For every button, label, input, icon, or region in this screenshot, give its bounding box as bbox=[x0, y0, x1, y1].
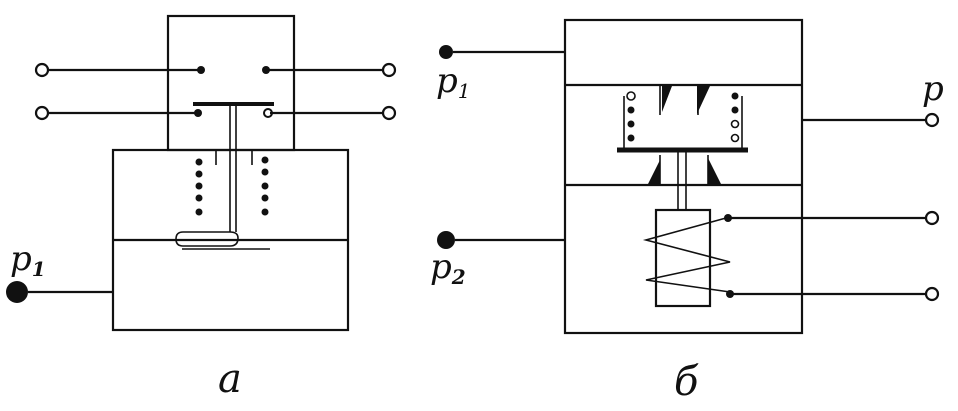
a-bridge-contact-left bbox=[194, 109, 202, 117]
b-p-out-port bbox=[924, 112, 940, 128]
b-lower-seat-right bbox=[708, 158, 721, 184]
b-body bbox=[563, 18, 804, 335]
a-contact-dot-lt bbox=[197, 66, 205, 74]
b-solenoid-core bbox=[654, 208, 712, 308]
a-terminal-right-bottom bbox=[381, 105, 397, 121]
diagram-a: p1 а bbox=[6, 14, 397, 402]
a-terminal-right-top bbox=[381, 62, 397, 78]
a-upper-housing bbox=[166, 14, 296, 152]
b-p-out-label: p bbox=[922, 69, 944, 109]
a-piston bbox=[175, 231, 239, 247]
a-caption: а bbox=[218, 356, 242, 402]
b-terminal-top bbox=[924, 210, 940, 226]
diagram-b: p p1 p2 б bbox=[430, 18, 944, 405]
b-upper-seat-left bbox=[662, 86, 672, 112]
b-spring-right bbox=[730, 92, 740, 143]
b-upper-seat-right bbox=[697, 86, 710, 114]
a-p1-label: p1 bbox=[10, 239, 46, 281]
a-spring-left bbox=[195, 158, 203, 216]
b-terminal-bottom bbox=[924, 286, 940, 302]
b-p1-port bbox=[439, 45, 453, 59]
a-terminal-left-bottom bbox=[34, 105, 50, 121]
b-spring-left bbox=[626, 91, 636, 142]
b-p1-label: p1 bbox=[436, 61, 471, 103]
b-caption: б bbox=[674, 359, 699, 405]
b-p2-port bbox=[437, 231, 455, 249]
a-spring-right bbox=[261, 156, 269, 216]
b-solenoid-coil bbox=[642, 217, 731, 293]
b-lower-seat-left bbox=[648, 160, 660, 184]
a-bridge-contact-right bbox=[263, 108, 273, 118]
a-terminal-left-top bbox=[34, 62, 50, 78]
b-p2-label: p2 bbox=[430, 247, 466, 289]
a-contact-dot-rt bbox=[262, 66, 270, 74]
a-p1-port bbox=[6, 281, 28, 303]
